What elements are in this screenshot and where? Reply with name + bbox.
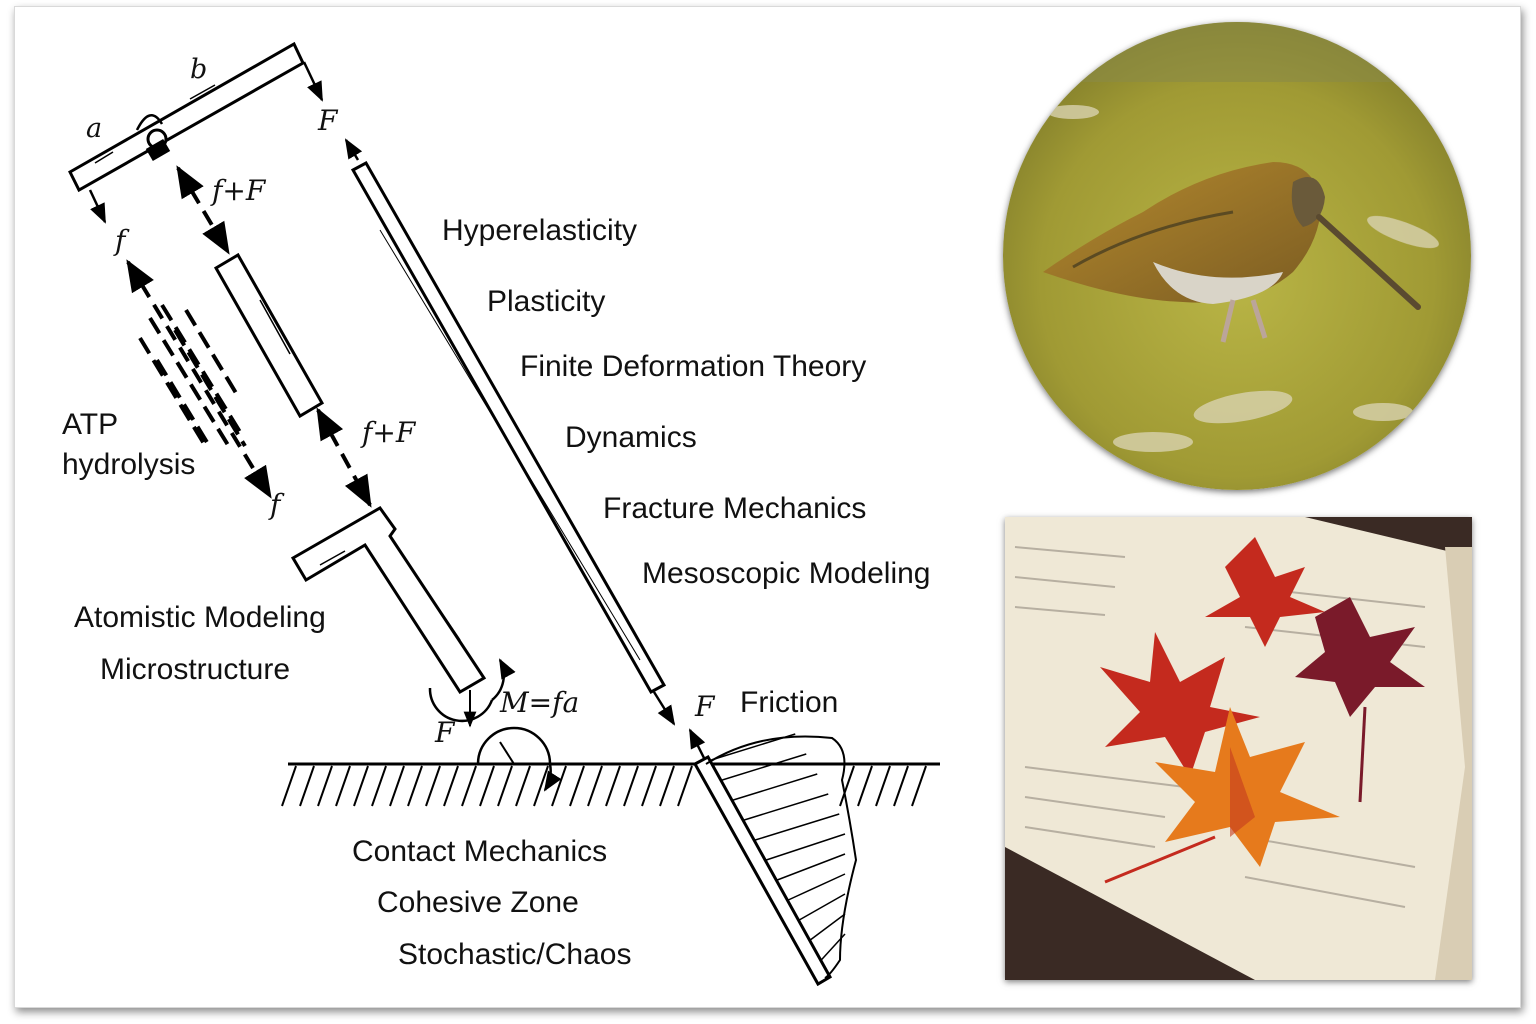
topic-contact: Contact Mechanics [352, 835, 607, 868]
label-F-tip: F [694, 690, 716, 723]
arrow-F-ground-up [688, 728, 707, 761]
middle-bar [213, 252, 325, 419]
arrow-f-down [88, 189, 107, 224]
label-f-mid: f [268, 488, 285, 521]
label-F-foot: F [434, 716, 456, 749]
topic-dynamics: Dynamics [565, 421, 697, 454]
label-M: M=fa [499, 686, 579, 719]
moment-foot [428, 658, 516, 728]
foot-member [290, 506, 487, 695]
ground-hatching [281, 765, 927, 807]
long-rod [350, 160, 667, 695]
topic-hyperelasticity: Hyperelasticity [442, 214, 637, 247]
label-F-top: F [317, 104, 339, 137]
arrow-F-up [344, 138, 363, 161]
mechanics-diagram: b a F f+F f f+F f M=fa F F ATP hydrolysi… [62, 41, 940, 987]
book-photo [1005, 517, 1472, 980]
arrow-F-down [302, 61, 324, 102]
ground [281, 762, 940, 807]
label-b: b [190, 54, 207, 85]
topic-fracture: Fracture Mechanics [603, 492, 866, 525]
maple-leaves [1100, 537, 1425, 884]
arrow-F-rod-tip [652, 691, 676, 726]
embedded-tip [692, 754, 833, 987]
label-f-plus-F-mid: f+F [360, 416, 417, 449]
bird-photo [1003, 22, 1471, 490]
dashed-fF-line-top [176, 165, 230, 255]
dashed-f-line-left [126, 259, 272, 499]
topic-atomistic: Atomistic Modeling [74, 601, 326, 634]
topic-cohesive: Cohesive Zone [377, 886, 579, 919]
dashed-fF-line-bottom [316, 407, 372, 508]
moment-ground [476, 726, 562, 792]
label-hydrolysis: hydrolysis [62, 448, 195, 481]
label-f-left: f [113, 224, 130, 257]
topic-friction: Friction [740, 686, 838, 719]
topic-stochastic: Stochastic/Chaos [398, 938, 631, 971]
label-a: a [86, 113, 102, 144]
topic-microstructure: Microstructure [100, 653, 290, 686]
label-atp: ATP [62, 408, 118, 441]
friction-distribution [705, 733, 858, 979]
label-f-plus-F-top: f+F [210, 174, 267, 207]
topic-plasticity: Plasticity [487, 285, 605, 318]
atp-filaments [138, 303, 247, 449]
topic-finite-deformation: Finite Deformation Theory [520, 350, 866, 383]
topic-mesoscopic: Mesoscopic Modeling [642, 557, 930, 590]
lever-arm [68, 41, 305, 193]
bird [1043, 162, 1421, 343]
